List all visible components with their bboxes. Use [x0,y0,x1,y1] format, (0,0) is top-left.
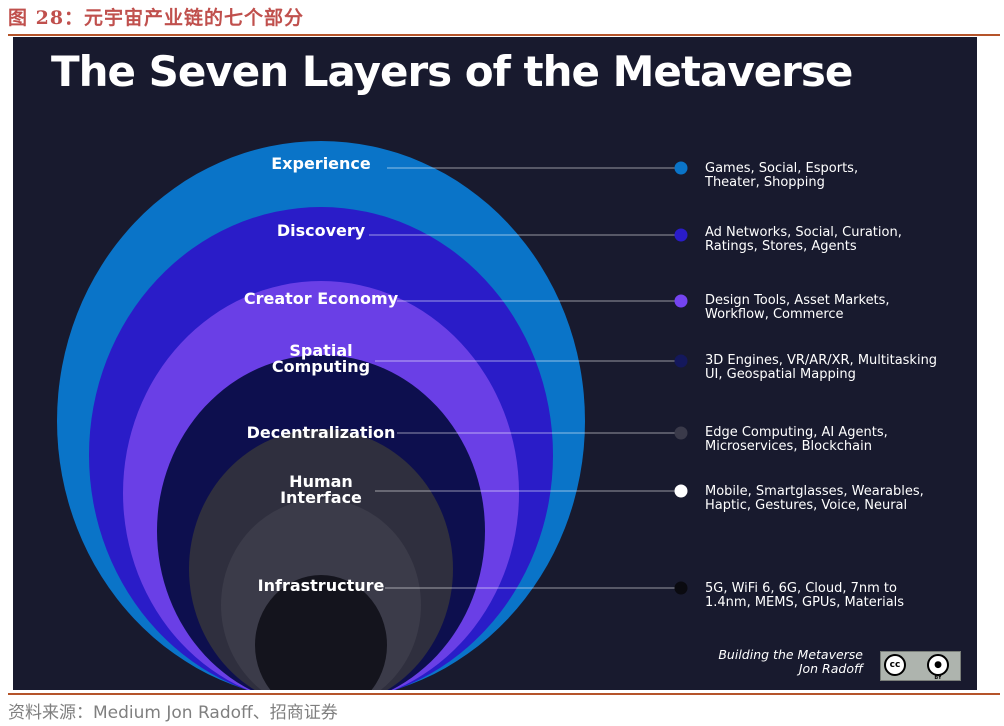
caption-divider [8,34,1000,36]
figure-source: 资料来源：Medium Jon Radoff、招商证券 [8,703,338,723]
diagram-title: The Seven Layers of the Metaverse [51,47,853,96]
credit: Building the Metaverse Jon Radoff [623,648,863,676]
connector-dot-discovery [674,228,688,242]
layer-label-spatial-computing: Spatial Computing [271,341,371,376]
connector-dot-creator-economy [674,294,688,308]
connector-dot-spatial-computing [674,354,688,368]
layer-description-human-interface: Mobile, Smartglasses, Wearables, Haptic,… [705,484,924,513]
connector-dot-human-interface [674,484,688,498]
credit-book-title: Building the Metaverse [718,647,863,662]
attribution-person-icon: ● [927,654,949,676]
layer-description-discovery: Ad Networks, Social, Curation, Ratings, … [705,225,902,254]
figure-caption: 图 28：元宇宙产业链的七个部分 [8,7,305,29]
layer-label-decentralization: Decentralization [246,423,396,442]
layer-description-creator-economy: Design Tools, Asset Markets, Workflow, C… [705,293,890,322]
cc-icon: cc [884,654,906,676]
layer-label-infrastructure: Infrastructure [257,576,385,595]
layer-label-creator-economy: Creator Economy [243,289,399,308]
by-label: BY [934,675,942,681]
connector-dot-decentralization [674,426,688,440]
layer-description-decentralization: Edge Computing, AI Agents, Microservices… [705,425,888,454]
creative-commons-by-icon: cc ● BY [880,651,961,681]
credit-author: Jon Radoff [798,661,863,676]
layer-circle-infrastructure [255,575,387,690]
connector-dot-experience [674,161,688,175]
layer-description-infrastructure: 5G, WiFi 6, 6G, Cloud, 7nm to 1.4nm, MEM… [705,581,905,610]
layer-description-spatial-computing: 3D Engines, VR/AR/XR, Multitasking UI, G… [705,353,938,382]
layers-diagram [57,141,688,690]
connector-dot-infrastructure [674,581,688,595]
layer-label-experience: Experience [271,154,371,173]
layer-label-discovery: Discovery [276,221,366,240]
source-divider [8,693,1000,695]
layer-description-experience: Games, Social, Esports, Theater, Shoppin… [705,161,859,190]
diagram-panel: The Seven Layers of the Metaverse Experi… [13,37,977,690]
layer-label-human-interface: Human Interface [280,472,362,507]
